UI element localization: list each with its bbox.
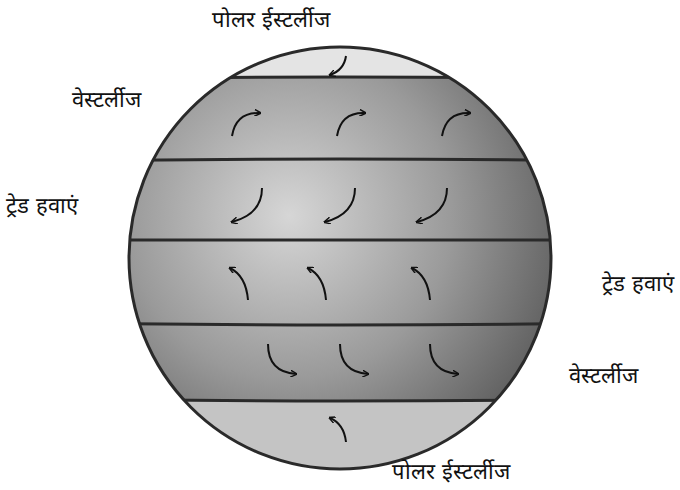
- band-line: [0, 77, 680, 80]
- wind-arrow: [232, 113, 260, 136]
- wind-arrow: [330, 56, 346, 75]
- wind-arrow: [232, 188, 262, 222]
- band-line: [0, 322, 680, 325]
- band-line: [0, 159, 680, 162]
- wind-label: वेस्टर्लीज: [72, 86, 141, 114]
- wind-label: ट्रेड हवाएं: [602, 270, 674, 298]
- wind-arrow: [340, 344, 368, 374]
- polar-cap: [0, 0, 680, 80]
- band-line: [0, 398, 680, 401]
- wind-arrow: [417, 188, 447, 222]
- wind-label: ट्रेड हवाएं: [6, 192, 78, 220]
- wind-arrow: [412, 268, 430, 300]
- wind-arrow: [442, 113, 470, 136]
- polar-cap: [0, 398, 680, 490]
- wind-arrow: [430, 344, 458, 374]
- wind-label: वेस्टर्लीज: [569, 362, 638, 390]
- wind-arrow: [330, 418, 346, 442]
- wind-arrow: [325, 188, 355, 222]
- wind-arrow: [230, 268, 248, 300]
- wind-arrow: [308, 268, 326, 300]
- band-line: [0, 239, 680, 242]
- globe-outline: [129, 47, 551, 469]
- wind-arrow: [268, 344, 296, 374]
- wind-label: पोलर ईस्टर्लीज: [392, 458, 510, 486]
- wind-arrow: [337, 113, 365, 136]
- wind-label: पोलर ईस्टर्लीज: [212, 6, 330, 34]
